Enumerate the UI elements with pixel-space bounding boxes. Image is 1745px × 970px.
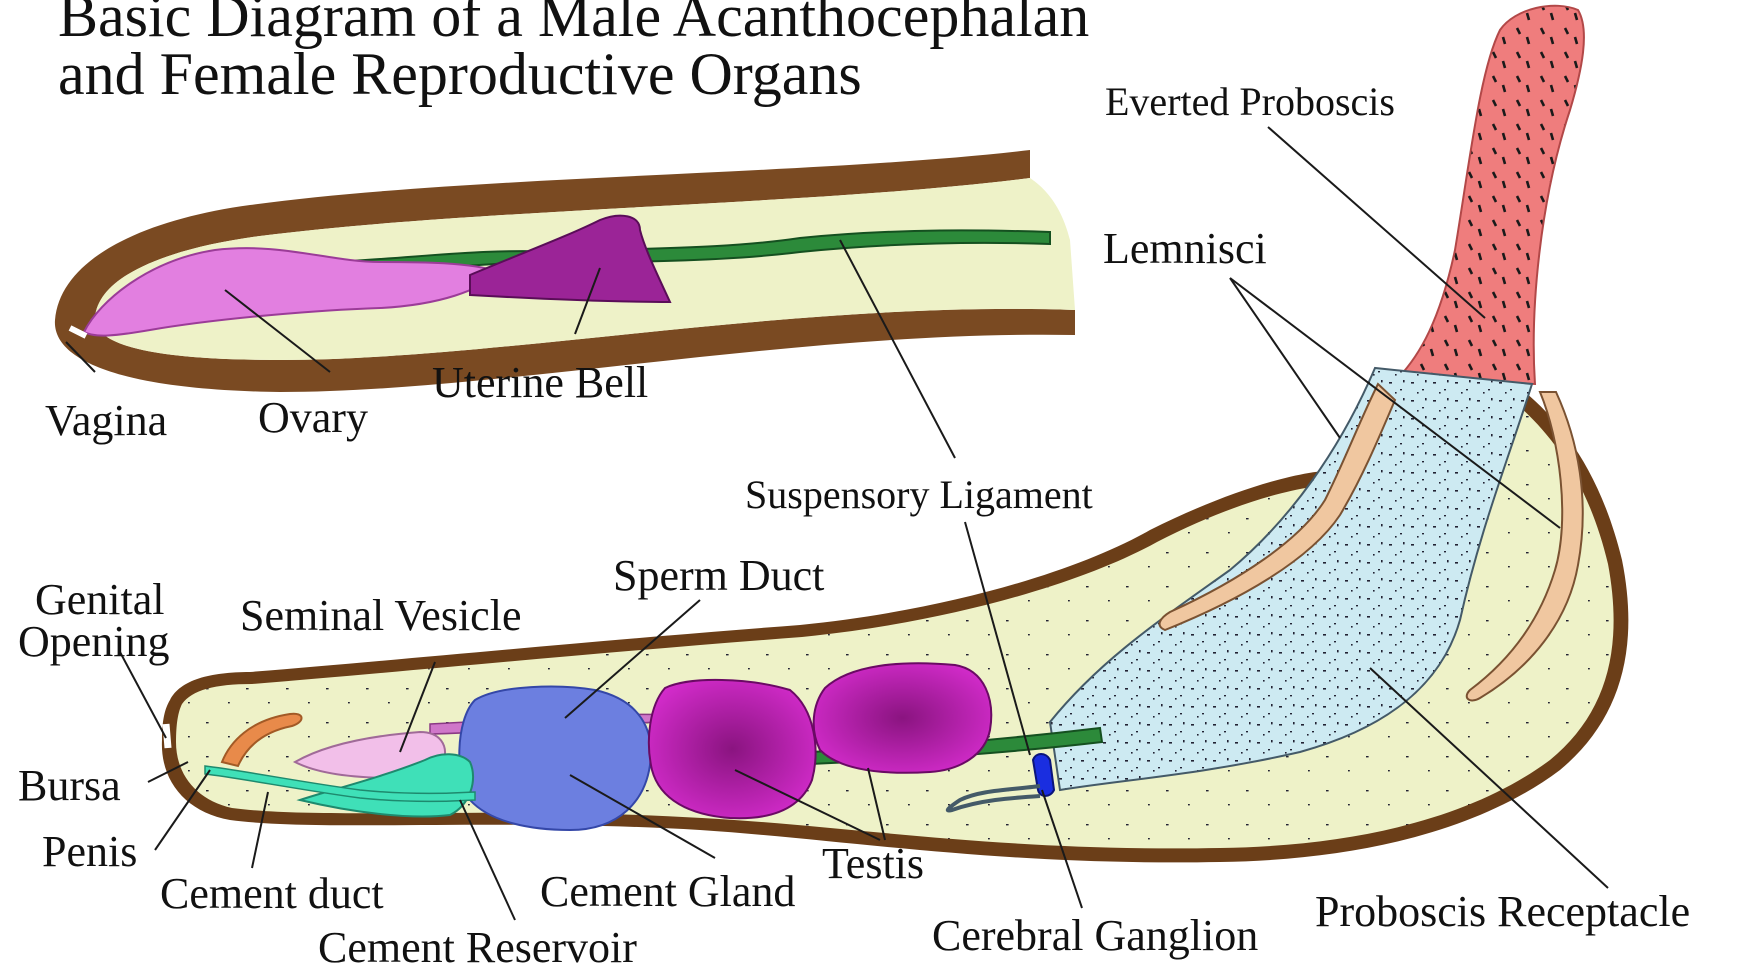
label-cement-duct: Cement duct [160,869,384,918]
male-worm-illustration [162,6,1628,863]
testis-anterior-shape [814,663,992,773]
label-sperm-duct: Sperm Duct [613,551,824,600]
label-cerebral-ganglion: Cerebral Ganglion [932,911,1258,960]
label-vagina: Vagina [45,396,167,445]
leader-everted-proboscis [1268,127,1485,318]
label-proboscis-receptacle: Proboscis Receptacle [1315,887,1690,936]
label-ovary: Ovary [258,393,368,442]
label-suspensory-ligament: Suspensory Ligament [745,472,1093,517]
female-organs-illustration [55,150,1075,392]
label-cement-reservoir: Cement Reservoir [318,923,637,970]
proboscis-shape [1398,6,1584,384]
label-lemnisci: Lemnisci [1103,224,1267,273]
label-seminal-vesicle: Seminal Vesicle [240,591,521,640]
cement-gland-shape [459,687,651,830]
label-uterine-bell: Uterine Bell [432,358,648,407]
label-testis: Testis [822,839,924,888]
label-cement-gland: Cement Gland [540,867,795,916]
genital-opening-gap [166,724,168,748]
label-bursa: Bursa [18,761,121,810]
leader-lemnisci-left [1230,278,1340,438]
label-penis: Penis [42,827,137,876]
label-everted-proboscis: Everted Proboscis [1105,79,1395,124]
label-genital-opening-line-2: Opening [18,617,170,666]
